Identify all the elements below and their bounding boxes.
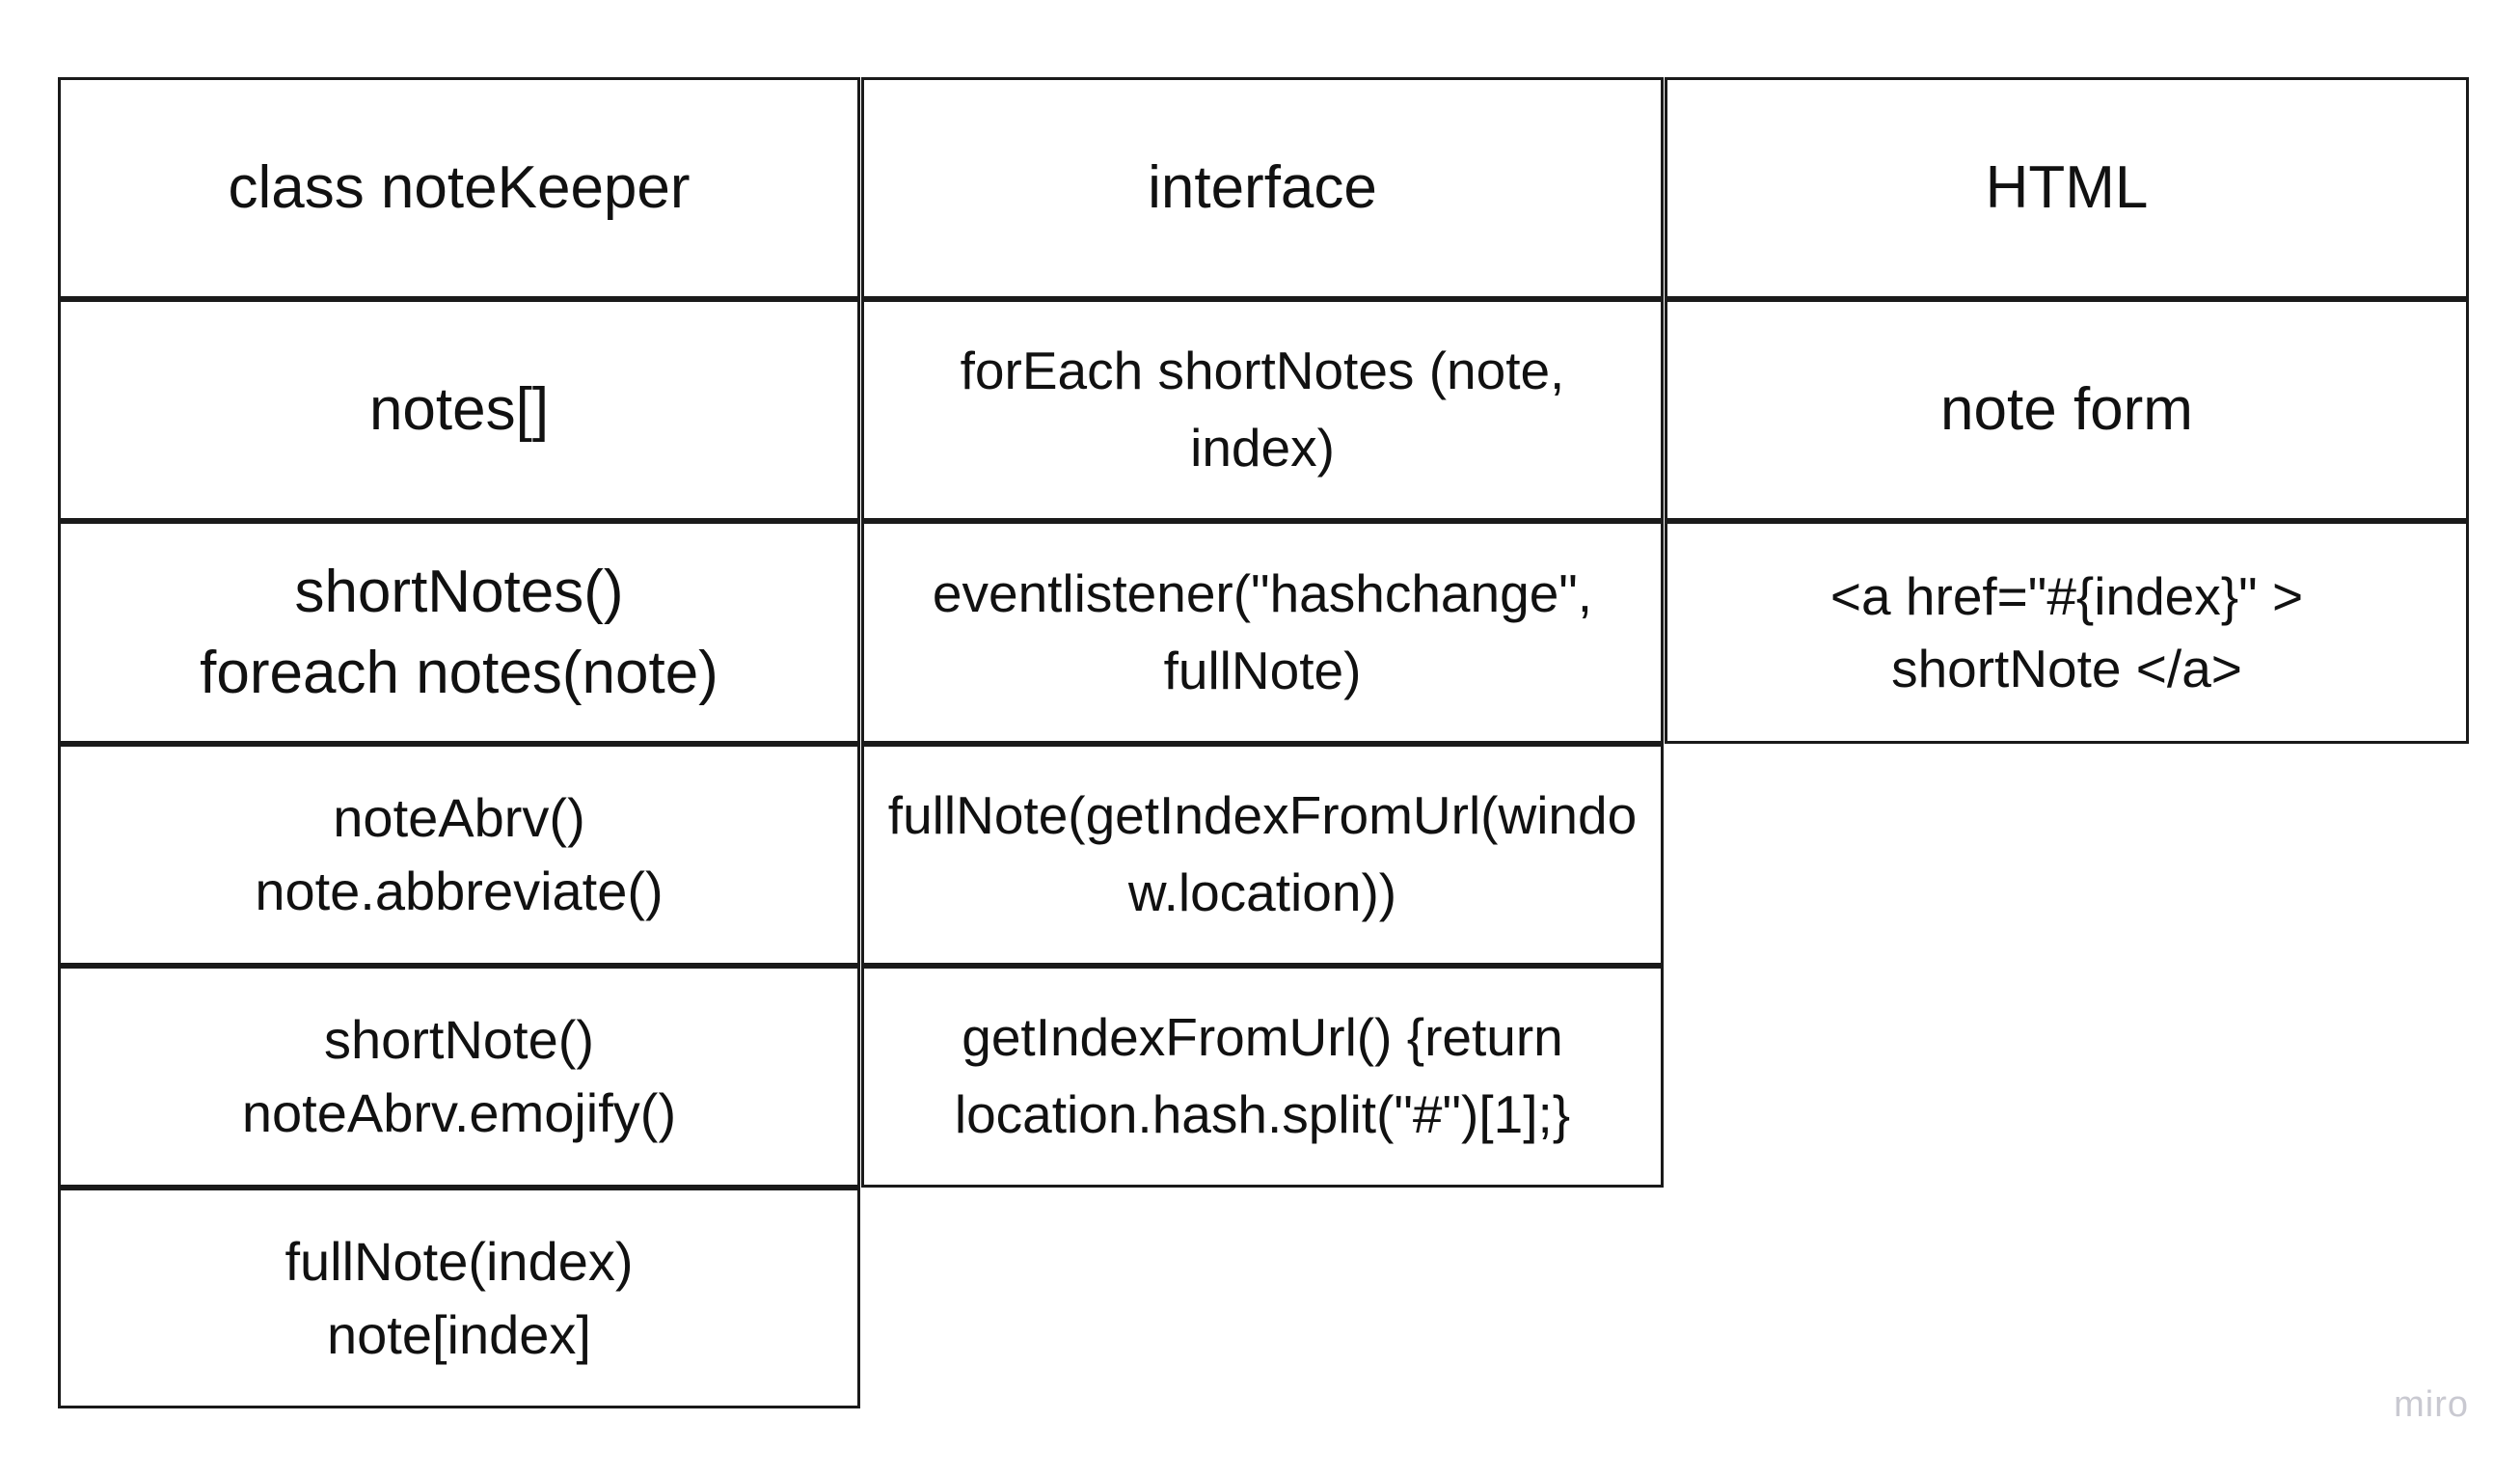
note-keeper-short-notes-line-1: shortNotes()	[294, 558, 624, 625]
html-cell-note-form: note form	[1665, 299, 2469, 521]
note-keeper-cell-full-note: fullNote(index) note[index]	[58, 1188, 860, 1408]
interface-header-cell: interface	[861, 77, 1664, 299]
note-keeper-cell-short-notes: shortNotes() foreach notes(note)	[58, 521, 860, 744]
note-keeper-cell-short-note: shortNote() noteAbrv.emojify()	[58, 966, 860, 1188]
interface-for-each-text: forEach shortNotes (note, index)	[960, 341, 1565, 478]
interface-event-listener-text: eventlistener("hashchange", fullNote)	[932, 562, 1593, 700]
html-anchor-line-1: <a href="#{index}" >	[1829, 566, 2304, 627]
note-keeper-cell-notes: notes[]	[58, 299, 860, 521]
miro-watermark: miro	[2394, 1384, 2469, 1425]
html-header: HTML	[1985, 154, 2149, 222]
html-header-cell: HTML	[1665, 77, 2469, 299]
interface-cell-for-each: forEach shortNotes (note, index)	[861, 299, 1664, 521]
note-keeper-cell-note-abrv: noteAbrv() note.abbreviate()	[58, 744, 860, 966]
html-cell-anchor: <a href="#{index}" > shortNote </a>	[1665, 521, 2469, 744]
interface-cell-get-index-from-url: getIndexFromUrl() {return location.hash.…	[861, 966, 1664, 1188]
note-keeper-header: class noteKeeper	[228, 154, 691, 222]
note-keeper-full-note-line-1: fullNote(index)	[285, 1230, 634, 1292]
note-keeper-note-abrv-line-2: note.abbreviate()	[255, 861, 664, 921]
note-keeper-header-cell: class noteKeeper	[58, 77, 860, 299]
interface-cell-event-listener: eventlistener("hashchange", fullNote)	[861, 521, 1664, 744]
note-keeper-short-note-line-1: shortNote()	[323, 1009, 595, 1071]
interface-get-index-from-url-text: getIndexFromUrl() {return location.hash.…	[954, 1007, 1571, 1144]
html-anchor-line-2: shortNote </a>	[1891, 638, 2242, 698]
note-keeper-notes-text: notes[]	[368, 376, 550, 444]
note-keeper-full-note-line-2: note[index]	[327, 1303, 591, 1365]
html-note-form-text: note form	[1940, 376, 2193, 444]
note-keeper-short-notes-line-2: foreach notes(note)	[200, 639, 718, 706]
interface-full-note-call-text: fullNote(getIndexFromUrl(window.location…	[887, 785, 1638, 922]
note-keeper-note-abrv-line-1: noteAbrv()	[333, 787, 585, 849]
note-keeper-short-note-line-2: noteAbrv.emojify()	[241, 1082, 677, 1143]
interface-header: interface	[1148, 154, 1377, 222]
interface-cell-full-note-call: fullNote(getIndexFromUrl(window.location…	[861, 744, 1664, 966]
